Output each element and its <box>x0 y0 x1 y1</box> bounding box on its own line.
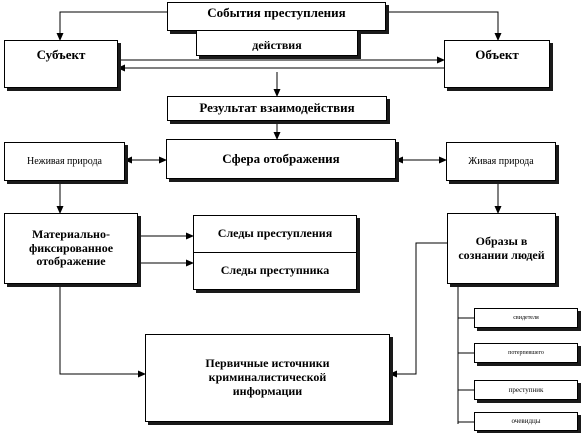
traces-box: Следы преступления Следы преступника <box>193 215 357 290</box>
criminal-traces-label: Следы преступника <box>220 263 330 278</box>
action-box: действия <box>196 30 358 56</box>
living-label: Живая природа <box>468 155 534 167</box>
victim-label: свидетеля <box>513 314 539 321</box>
suspect-box: потерпевшего <box>474 343 578 363</box>
material-box: Материально-фиксированное отображение <box>4 213 138 284</box>
eyewitness-box: очевидцы <box>474 412 578 431</box>
sources-label: Первичные источники криминалистической и… <box>205 356 330 398</box>
sphere-box: Сфера отображения <box>166 139 396 179</box>
sphere-label: Сфера отображения <box>222 150 340 166</box>
material-to-sources-arrow <box>59 284 146 378</box>
object-label: Объект <box>475 47 519 62</box>
result-label: Результат взаимодействия <box>199 100 355 116</box>
subject-label: Субъект <box>36 47 86 62</box>
criminal-traces-cell: Следы преступника <box>194 253 356 289</box>
events-box: События преступления <box>167 2 386 31</box>
events-label: События преступления <box>207 5 346 20</box>
images-label: Образы в сознании людей <box>458 233 545 262</box>
criminal-label: преступник <box>508 385 544 394</box>
sources-box: Первичные источники криминалистической и… <box>145 334 390 422</box>
victim-box: свидетеля <box>474 308 578 328</box>
subject-box: Субъект <box>4 40 118 88</box>
crime-traces-label: Следы преступления <box>217 226 333 241</box>
crime-traces-cell: Следы преступления <box>194 216 356 253</box>
images-box: Образы в сознании людей <box>447 213 556 284</box>
material-label: Материально-фиксированное отображение <box>28 226 114 269</box>
events-to-subject-arrow <box>56 11 168 41</box>
nonliving-label: Неживая природа <box>27 155 102 167</box>
criminal-box: преступник <box>474 380 578 400</box>
object-box: Объект <box>444 40 550 88</box>
living-box: Живая природа <box>446 142 556 181</box>
images-to-sources-arrow <box>389 242 447 378</box>
events-to-object-arrow <box>386 11 502 41</box>
result-box: Результат взаимодействия <box>167 96 387 121</box>
nonliving-box: Неживая природа <box>4 142 125 181</box>
action-label: действия <box>252 38 302 53</box>
suspect-label: потерпевшего <box>508 349 544 356</box>
eyewitness-label: очевидцы <box>511 417 541 426</box>
